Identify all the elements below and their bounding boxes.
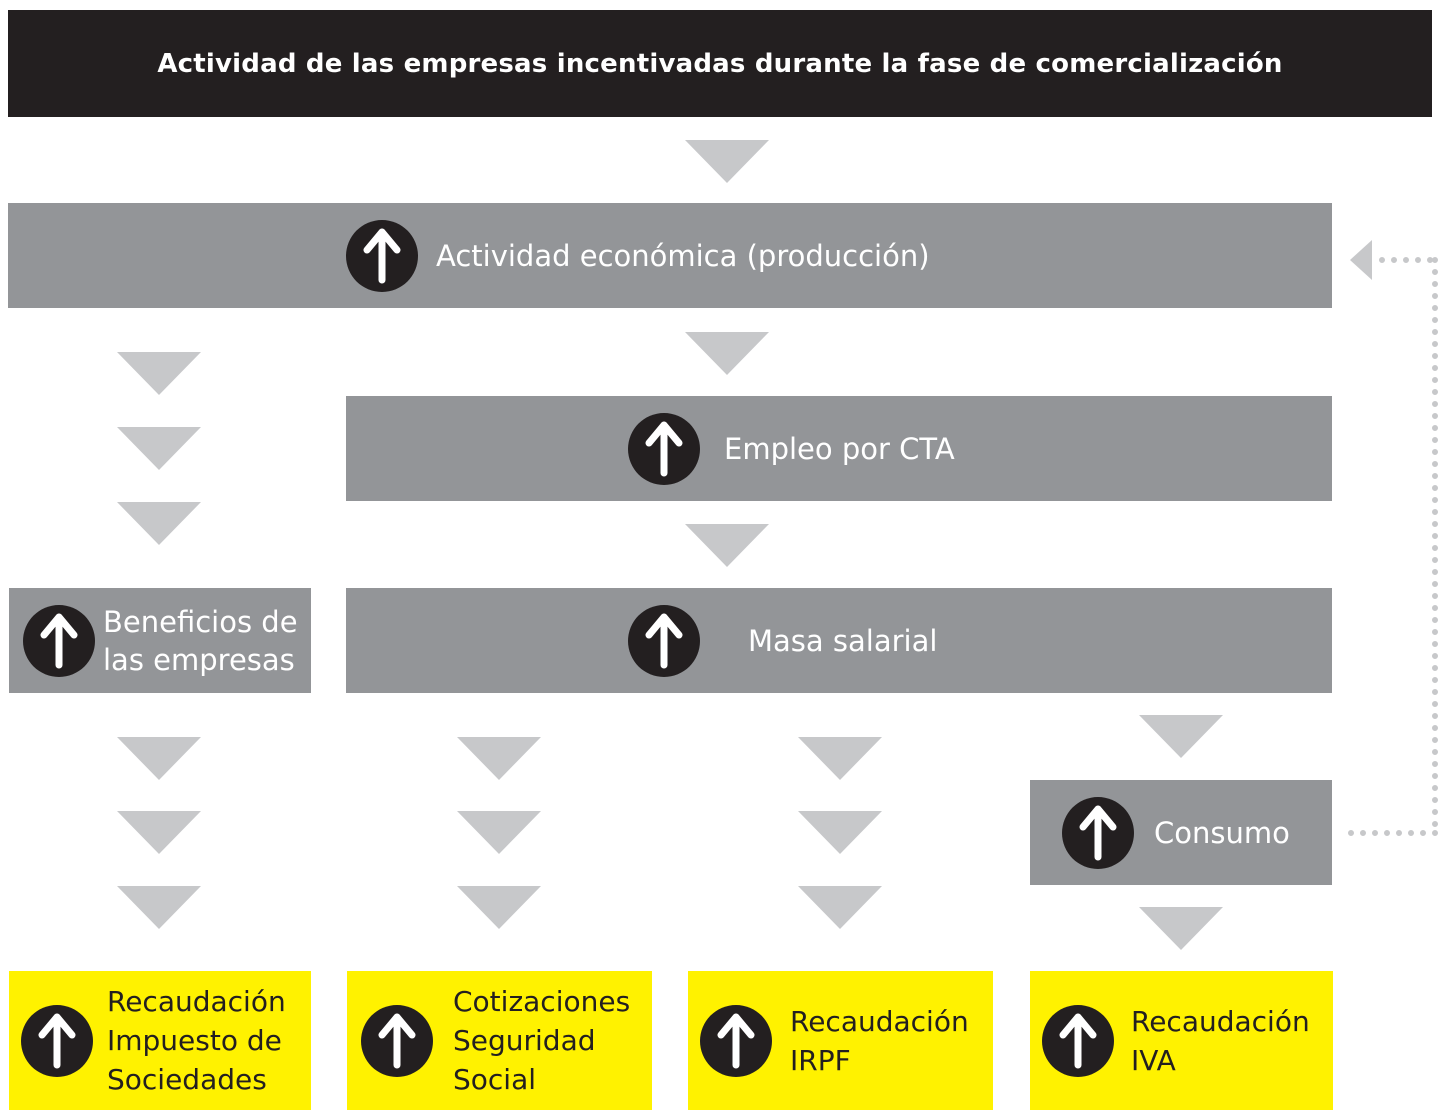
diagram-title: Actividad de las empresas incentivadas d…	[8, 10, 1432, 117]
triangle-down-icon	[798, 886, 882, 929]
arrow-up-icon	[361, 1004, 433, 1077]
node-empleo: Empleo por CTA	[346, 396, 1332, 501]
node-label-line: Social	[453, 1063, 537, 1096]
arrow-up-icon	[628, 412, 700, 485]
node-label-line: Seguridad	[453, 1024, 596, 1057]
node-recaudacion-sociedades: Recaudación Impuesto de Sociedades	[9, 971, 311, 1110]
node-label-line: IRPF	[790, 1043, 851, 1077]
node-actividad-economica: Actividad económica (producción)	[8, 203, 1332, 308]
triangle-down-icon	[457, 886, 541, 929]
node-label-line: Beneficios de	[103, 604, 298, 639]
triangle-down-icon	[685, 332, 769, 375]
node-beneficios: Beneficios de las empresas	[9, 588, 311, 693]
node-label: Empleo por CTA	[724, 431, 955, 466]
triangle-down-icon	[798, 737, 882, 780]
title-text: Actividad de las empresas incentivadas d…	[157, 48, 1283, 79]
node-label: Masa salarial	[748, 623, 938, 658]
triangle-down-icon	[457, 811, 541, 854]
triangle-down-icon	[685, 524, 769, 567]
node-label-line: Impuesto de	[107, 1024, 282, 1057]
triangle-down-icon	[1139, 715, 1223, 758]
triangle-down-icon	[117, 427, 201, 470]
node-label: Consumo	[1154, 815, 1290, 850]
feedback-loop	[1340, 240, 1438, 836]
arrow-up-icon	[1042, 1004, 1114, 1077]
triangle-down-icon	[117, 886, 201, 929]
triangle-down-icon	[1139, 907, 1223, 950]
triangle-down-icon	[798, 811, 882, 854]
node-label-line: las empresas	[103, 642, 295, 677]
node-label-line: Cotizaciones	[453, 985, 631, 1018]
node-label-line: Recaudación	[1131, 1004, 1310, 1038]
arrow-up-icon	[628, 604, 700, 677]
dotted-arrow-left-icon	[1350, 240, 1372, 280]
arrow-up-icon	[1062, 796, 1134, 869]
node-label: Actividad económica (producción)	[436, 238, 930, 273]
triangle-down-icon	[117, 502, 201, 545]
arrow-up-icon	[700, 1004, 772, 1077]
triangle-down-icon	[117, 811, 201, 854]
node-consumo: Consumo	[1030, 780, 1332, 885]
arrow-up-icon	[346, 219, 418, 292]
triangle-down-icon	[117, 737, 201, 780]
triangle-down-icon	[457, 737, 541, 780]
node-cotizaciones: Cotizaciones Seguridad Social	[347, 971, 652, 1110]
node-label-line: Sociedades	[107, 1063, 267, 1096]
arrow-up-icon	[21, 1004, 93, 1077]
node-label-line: Recaudación	[790, 1004, 969, 1038]
node-label-line: Recaudación	[107, 985, 286, 1018]
triangle-down-icon	[117, 352, 201, 395]
node-recaudacion-irpf: Recaudación IRPF	[688, 971, 993, 1110]
node-masa-salarial: Masa salarial	[346, 588, 1332, 693]
triangle-down-icon	[685, 140, 769, 183]
node-label-line: IVA	[1131, 1043, 1176, 1077]
arrow-up-icon	[23, 604, 95, 677]
node-recaudacion-iva: Recaudación IVA	[1030, 971, 1333, 1110]
